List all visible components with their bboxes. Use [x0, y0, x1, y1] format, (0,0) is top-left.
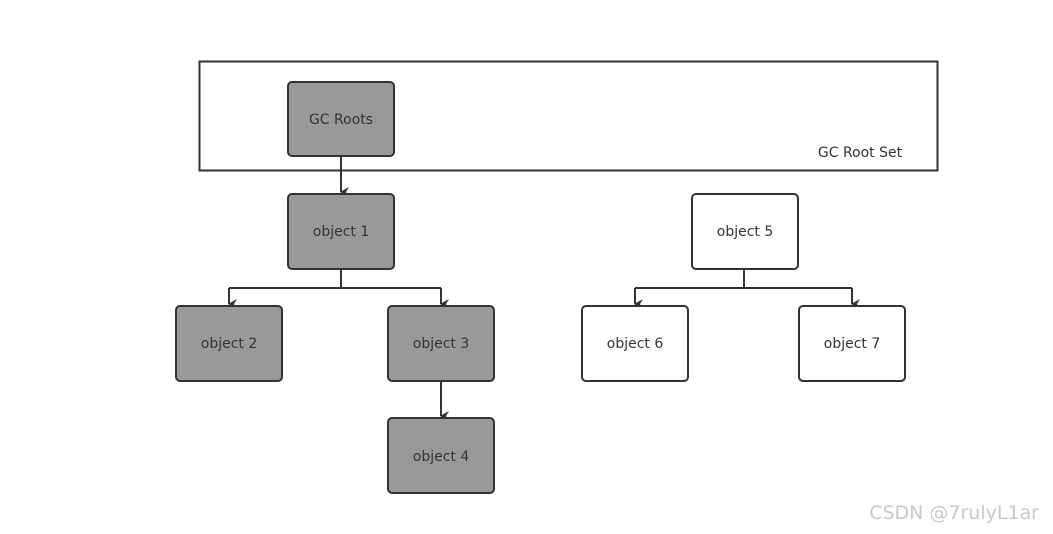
- node-object-2: object 2: [175, 305, 283, 382]
- node-object-6: object 6: [581, 305, 689, 382]
- node-object-2-label: object 2: [201, 336, 258, 352]
- gc-root-set-container: GC Root Set: [198, 60, 939, 172]
- node-object-7-box: [798, 305, 906, 382]
- node-object-1-box: [287, 193, 395, 270]
- edges: [228, 156, 860, 421]
- node-object-2-box: [175, 305, 283, 382]
- node-object-5-box: [691, 193, 799, 270]
- node-object-4: object 4: [387, 417, 495, 494]
- gc-root-set-border: [198, 60, 939, 172]
- node-gc-roots-box: [287, 81, 395, 157]
- node-object-3-box: [387, 305, 495, 382]
- node-object-6-label: object 6: [607, 336, 664, 352]
- csdn-watermark: CSDN @7rulyL1ar: [869, 502, 1039, 524]
- node-object-5: object 5: [691, 193, 799, 270]
- node-object-7: object 7: [798, 305, 906, 382]
- node-object-1: object 1: [287, 193, 395, 270]
- node-object-5-label: object 5: [717, 224, 774, 240]
- node-object-7-label: object 7: [824, 336, 881, 352]
- node-gc-roots: GC Roots: [287, 81, 395, 157]
- node-object-6-box: [581, 305, 689, 382]
- node-object-3-label: object 3: [413, 336, 470, 352]
- node-object-3: object 3: [387, 305, 495, 382]
- node-object-4-label: object 4: [413, 449, 470, 465]
- node-gc-roots-label: GC Roots: [309, 112, 373, 128]
- node-object-1-label: object 1: [313, 224, 370, 240]
- node-object-4-box: [387, 417, 495, 494]
- gc-root-set-label: GC Root Set: [818, 145, 903, 161]
